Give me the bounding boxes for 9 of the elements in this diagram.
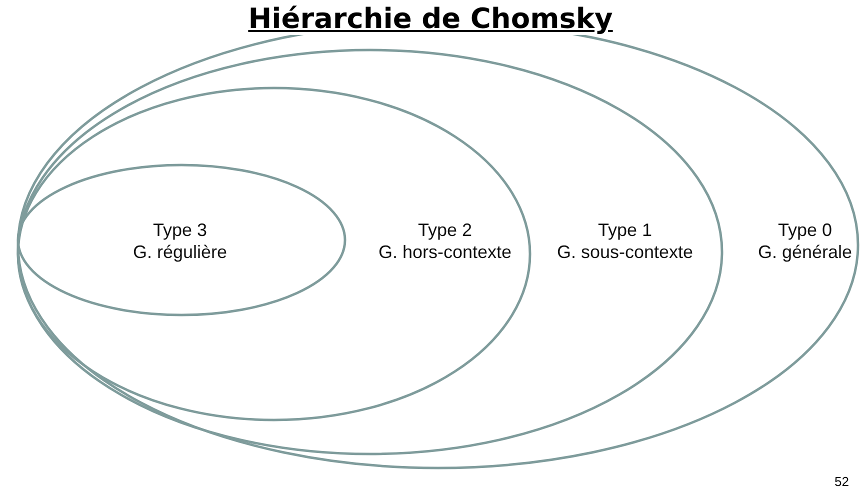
grammar-label: G. sous-contexte	[557, 241, 694, 263]
grammar-label: G. générale	[758, 241, 852, 263]
type-heading: Type 3	[152, 219, 208, 241]
grammar-label: G. régulière	[133, 241, 228, 263]
type-heading: Type 0	[777, 219, 834, 241]
type-heading: Type 1	[597, 219, 654, 241]
type-heading: Type 2	[417, 219, 474, 241]
page-number: 52	[834, 474, 849, 489]
grammar-label: G. hors-contexte	[378, 241, 512, 263]
